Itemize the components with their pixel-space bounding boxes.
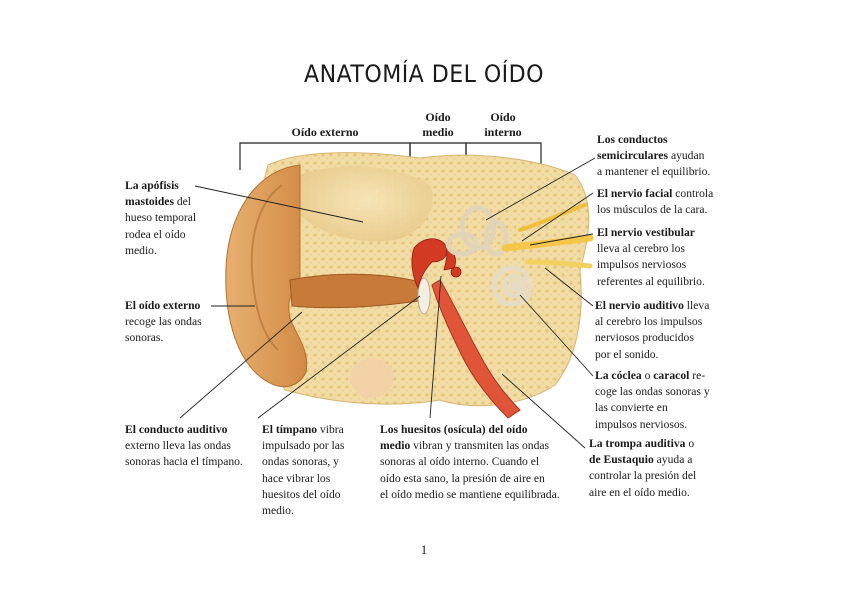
facial-text-2: los músculos de la cara. — [597, 202, 737, 218]
vestibular-text-4: referentes al equilibrio. — [597, 274, 737, 290]
eardrum-text-2: impulsado por las — [262, 438, 372, 454]
eustachian-text-4: aire en el oído medio. — [589, 485, 729, 501]
label-eardrum: El tímpano vibra impulsado por las ondas… — [262, 422, 372, 519]
semicircular-bold-1: Los conductos — [597, 133, 668, 146]
outer-ear-bold: El oído externo — [125, 299, 200, 312]
eustachian-text-2: ayuda a — [654, 453, 693, 466]
eustachian-text-3: controlar la presión del — [589, 468, 729, 484]
soft-tissue — [350, 358, 394, 398]
auditory-text-4: por el sonido. — [595, 347, 735, 363]
label-auditory-nerve: El nervio auditivo lleva al cerebro los … — [595, 298, 735, 363]
label-cochlea: La cóclea o caracol re- coge las ondas s… — [595, 368, 735, 433]
label-outer-ear: El oído externo recoge las ondas sonoras… — [125, 298, 245, 347]
label-eustachian-tube: La trompa auditiva o de Eustaquio ayuda … — [589, 436, 729, 501]
mastoid-bold-2: mastoides — [125, 195, 174, 208]
vestibular-text-3: impulsos nerviosos — [597, 257, 737, 273]
eardrum-text-6: medio. — [262, 503, 372, 519]
mastoid-text-3: hueso temporal — [125, 210, 245, 226]
cochlea-bold-1: La cóclea — [595, 369, 642, 382]
vestibular-bold: El nervio vestibular — [597, 226, 695, 239]
auditory-text-2: al cerebro los impulsos — [595, 314, 735, 330]
mastoid-text-5: medio. — [125, 243, 245, 259]
ossicles-bold-2: medio — [380, 439, 410, 452]
ossicles-text-3: sonoras al oído interno. Cuando el — [380, 454, 575, 470]
label-facial-nerve: El nervio facial controla los músculos d… — [597, 186, 737, 218]
ossicles-text-4: oído esta sano, la presión de aire en — [380, 471, 575, 487]
eardrum-text-1: vibra — [317, 423, 344, 436]
outer-ear-text-2: recoge las ondas — [125, 314, 245, 330]
label-vestibular-nerve: El nervio vestibular lleva al cerebro lo… — [597, 225, 737, 290]
label-mastoid: La apófisis mastoides del hueso temporal… — [125, 178, 245, 259]
eustachian-bold-1: La trompa auditiva — [589, 437, 685, 450]
ear-canal — [290, 274, 426, 307]
cochlea-text-3: las convierte en — [595, 400, 735, 416]
cochlea-text-4: impulsos nerviosos. — [595, 417, 735, 433]
auditory-bold: El nervio auditivo — [595, 299, 684, 312]
label-ear-canal: El conducto auditivo externo lleva las o… — [125, 422, 260, 471]
mastoid-bold-1: La apófisis — [125, 179, 179, 192]
eustachian-bold-2: de Eustaquio — [589, 453, 654, 466]
vestibular-text-2: lleva al cerebro los — [597, 241, 737, 257]
outer-ear-text-3: sonoras. — [125, 330, 245, 346]
auditory-text-3: nerviosos producidos — [595, 330, 735, 346]
eustachian-text-1: o — [685, 437, 694, 450]
ossicles-text-2: vibran y transmiten las ondas — [410, 439, 549, 452]
eardrum-text-3: ondas sonoras, y — [262, 454, 372, 470]
label-ossicles: Los huesitos (osícula) del oído medio vi… — [380, 422, 575, 503]
page-number: 1 — [0, 542, 848, 558]
cochlea-text-2: coge las ondas sonoras y — [595, 384, 735, 400]
semicircular-text-3: a mantener el equilibrio. — [597, 164, 737, 180]
cochlea-text-1: re- — [689, 369, 705, 382]
label-semicircular-canals: Los conductos semicirculares ayudan a ma… — [597, 132, 737, 181]
ossicles-text-5: el oído medio se mantiene equilibrada. — [380, 487, 575, 503]
facial-bold: El nervio facial — [597, 187, 672, 200]
auditory-text-1: lleva — [684, 299, 709, 312]
semicircular-text-2: ayudan — [668, 149, 704, 162]
mastoid-text-4: rodea el oído — [125, 227, 245, 243]
facial-text-1: controla — [672, 187, 713, 200]
cochlea-bold-2: caracol — [653, 369, 689, 382]
canal-bold: El conducto auditivo — [125, 423, 227, 436]
ossicles-bold-1: Los huesitos (osícula) del oído — [380, 423, 528, 436]
semicircular-bold-2: semicirculares — [597, 149, 668, 162]
eardrum-text-4: hace vibrar los — [262, 471, 372, 487]
eardrum-bold: El tímpano — [262, 423, 317, 436]
mastoid-text-2: del — [174, 195, 191, 208]
eardrum-text-5: huesitos del oído — [262, 487, 372, 503]
canal-text-3: sonoras hacia el tímpano. — [125, 454, 260, 470]
cochlea-text-1a: o — [642, 369, 654, 382]
canal-text-2: externo lleva las ondas — [125, 438, 260, 454]
